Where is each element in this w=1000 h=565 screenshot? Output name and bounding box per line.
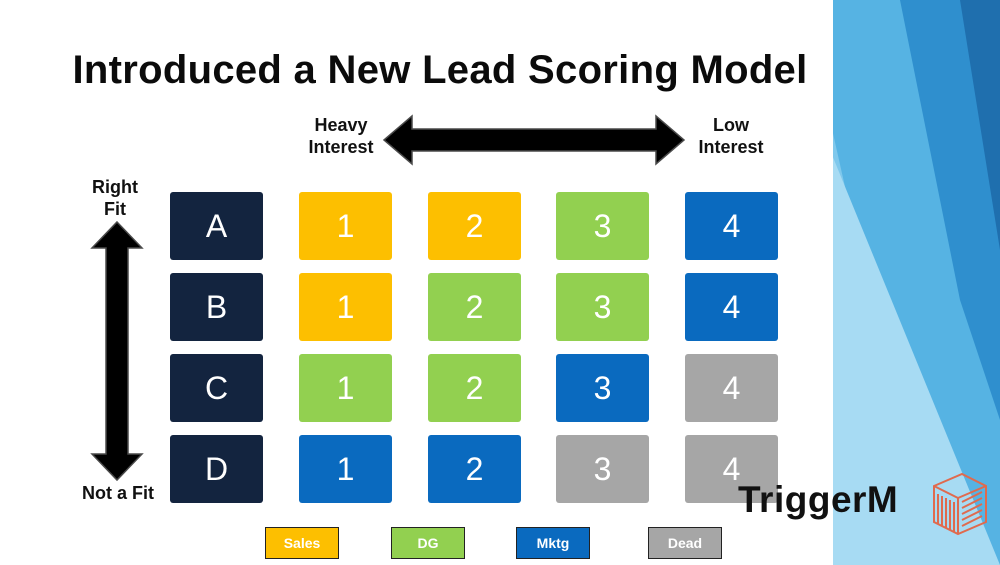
legend-sales: Sales — [265, 527, 339, 559]
heavy-interest-label: Heavy Interest — [308, 115, 374, 157]
right-fit-label: Right Fit — [92, 177, 138, 219]
not-a-fit-label: Not a Fit — [82, 483, 154, 503]
low-interest-label: Low Interest — [698, 115, 764, 157]
score-cell-b4: 4 — [685, 273, 778, 341]
score-cell-a2: 2 — [428, 192, 521, 260]
score-cell-d4: 4 — [685, 435, 778, 503]
score-cell-c2: 2 — [428, 354, 521, 422]
legend-dg: DG — [391, 527, 465, 559]
score-cell-a1: 1 — [299, 192, 392, 260]
slide-title: Introduced a New Lead Scoring Model — [72, 48, 808, 92]
score-cell-c4: 4 — [685, 354, 778, 422]
score-cell-c3: 3 — [556, 354, 649, 422]
score-cell-c1: 1 — [299, 354, 392, 422]
score-cell-b3: 3 — [556, 273, 649, 341]
score-cell-b1: 1 — [299, 273, 392, 341]
score-cell-a4: 4 — [685, 192, 778, 260]
score-cell-a3: 3 — [556, 192, 649, 260]
stacked-box-logo-icon — [933, 472, 987, 536]
score-cell-d3: 3 — [556, 435, 649, 503]
legend-dead: Dead — [648, 527, 722, 559]
row-label-d: D — [170, 435, 263, 503]
score-cell-d2: 2 — [428, 435, 521, 503]
legend-mktg: Mktg — [516, 527, 590, 559]
row-label-b: B — [170, 273, 263, 341]
score-cell-b2: 2 — [428, 273, 521, 341]
brand-name: TriggerM — [738, 479, 899, 520]
row-label-c: C — [170, 354, 263, 422]
score-cell-d1: 1 — [299, 435, 392, 503]
row-label-a: A — [170, 192, 263, 260]
